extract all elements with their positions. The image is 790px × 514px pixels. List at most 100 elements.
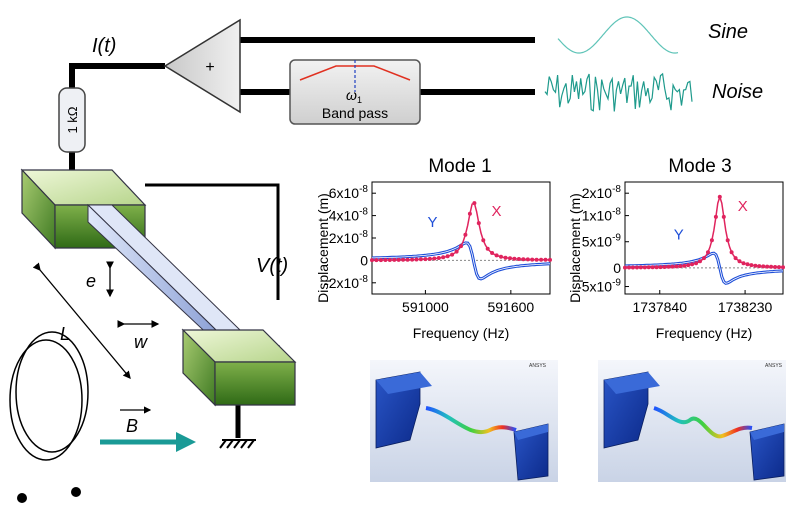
series-x-point <box>658 265 663 270</box>
series-x-point <box>378 258 383 263</box>
series-x-point <box>387 258 392 262</box>
anchor-block-right <box>181 328 297 407</box>
series-x-point <box>690 262 695 267</box>
wire-amp-output <box>69 63 165 88</box>
series-x-point <box>436 256 441 260</box>
series-x-point <box>405 257 410 262</box>
voltage-label: V(t) <box>256 255 288 277</box>
series-x-point <box>539 257 544 262</box>
sine-waveform <box>557 16 679 54</box>
series-x-point <box>503 255 508 260</box>
length-label: L <box>60 324 70 344</box>
series-x-point <box>749 263 754 268</box>
series-x-point <box>745 262 750 267</box>
series-y-label: Y <box>674 227 684 244</box>
series-x-point <box>490 251 495 255</box>
series-x-point <box>499 254 503 259</box>
sine-label: Sine <box>708 21 748 43</box>
series-x-point <box>370 258 374 263</box>
series-x-point <box>753 263 758 268</box>
x-axis-label: Frequency (Hz) <box>656 325 752 341</box>
series-x-line <box>372 202 550 261</box>
series-x-point <box>383 258 388 262</box>
y-tick-label: 0 <box>360 252 368 268</box>
series-x-point <box>627 265 631 270</box>
series-x-point <box>702 256 706 261</box>
series-x-point <box>432 256 437 261</box>
series-x-point <box>423 257 428 262</box>
beam <box>86 203 242 344</box>
series-x-point <box>725 238 730 243</box>
series-x-label: X <box>738 198 748 215</box>
y-tick-label: 2x10-8 <box>582 184 622 201</box>
series-x-point <box>472 201 477 206</box>
series-x-point <box>666 264 671 269</box>
series-x-point <box>642 265 647 270</box>
series-x-point <box>662 265 667 269</box>
series-y-label: Y <box>427 214 437 231</box>
series-x-point <box>650 265 655 270</box>
series-x-point <box>534 257 539 262</box>
series-x-point <box>427 256 432 261</box>
series-x-point <box>392 257 397 262</box>
series-x-point <box>769 264 774 269</box>
y-tick-label: -2x10-8 <box>324 274 368 291</box>
series-x-point <box>525 257 530 262</box>
series-x-point <box>459 244 463 249</box>
series-x-point <box>634 265 639 270</box>
bandpass-label: Band pass <box>322 105 388 121</box>
simulation-mode-3: ANSYS <box>598 360 786 482</box>
plot-frame <box>624 181 784 295</box>
omega-subscript: 1 <box>357 95 362 105</box>
series-x-point <box>521 257 526 262</box>
x-tick-label: 591000 <box>402 299 449 315</box>
series-x-label: X <box>491 203 501 220</box>
series-x-point <box>733 256 738 261</box>
series-x-point <box>414 257 419 262</box>
series-x-point <box>777 265 781 270</box>
series-x-point <box>445 254 450 259</box>
series-x-point <box>454 249 459 254</box>
series-x-point <box>765 264 770 269</box>
series-x-point <box>530 257 535 262</box>
y-tick-label: 2x10-8 <box>329 229 369 246</box>
series-x-point <box>374 258 379 263</box>
series-x-point <box>713 214 718 219</box>
series-x-point <box>476 221 481 226</box>
series-x-point <box>485 246 490 251</box>
x-tick-label: 591600 <box>487 299 534 315</box>
series-x-point <box>623 265 627 270</box>
series-x-point <box>481 238 486 243</box>
series-x-point <box>396 257 401 262</box>
x-tick-label: 1737840 <box>633 299 688 315</box>
thickness-label: e <box>86 271 96 291</box>
series-x-point <box>682 263 687 268</box>
y-tick-label: 1x10-8 <box>582 207 622 224</box>
series-x-point <box>508 256 512 261</box>
series-x-point <box>548 257 552 262</box>
series-x-point <box>678 264 683 269</box>
series-x-point <box>717 194 722 199</box>
series-x-point <box>757 264 762 269</box>
mems-beam <box>20 168 297 407</box>
series-x-point <box>698 259 702 264</box>
noise-label: Noise <box>712 81 763 103</box>
y-tick-label: 5x10-9 <box>582 233 622 250</box>
series-x-point <box>729 250 734 255</box>
series-x-point <box>467 211 472 216</box>
chart-title: Mode 3 <box>668 156 731 177</box>
magnetic-coil <box>9 331 89 503</box>
y-axis-label: Displacement (m) <box>315 193 331 303</box>
y-axis-label: Displacement (m) <box>567 193 583 303</box>
field-label: B <box>126 416 138 436</box>
series-x-point <box>721 214 726 219</box>
resistor: 1 kΩ <box>58 87 86 153</box>
series-x-point <box>761 264 766 269</box>
series-x-point <box>441 255 446 260</box>
wire-vt-top <box>145 183 280 300</box>
dimension-annotations: e L w <box>32 261 160 379</box>
chart-mode-3: Mode 3 Frequency (Hz) Displacement (m)2x10… <box>567 156 785 341</box>
sim1-logo: ANSYS <box>529 363 547 369</box>
circuit-wires <box>69 37 535 449</box>
